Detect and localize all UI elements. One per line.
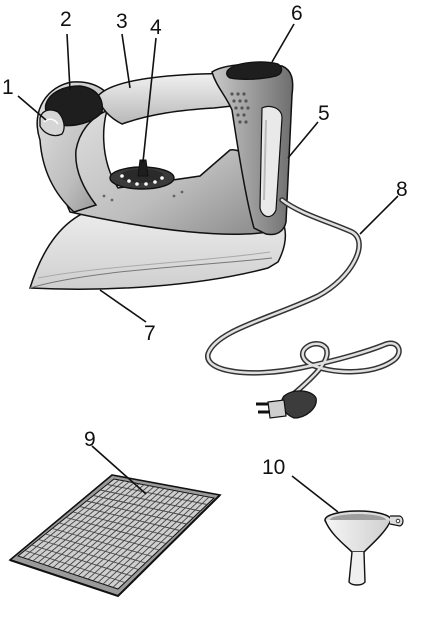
leader-6: [271, 23, 295, 63]
leader-10: [291, 475, 339, 513]
callout-3: 3: [116, 10, 128, 33]
leader-4: [142, 37, 157, 163]
filling-funnel: [324, 510, 404, 586]
mat-grid: [22, 479, 210, 588]
vent-holes: [230, 92, 250, 124]
callout-7: 7: [144, 322, 156, 345]
callout-6: 6: [291, 2, 303, 25]
leader-3: [121, 33, 131, 89]
heat-resistant-mat: [8, 474, 222, 598]
callout-2: 2: [60, 8, 72, 31]
leader-1: [17, 95, 47, 121]
callout-labels: 1 2 3 4 5 6 7 8 9 10: [2, 2, 408, 479]
leader-7: [99, 289, 147, 323]
temperature-dial: [109, 159, 175, 190]
plug-icon: [256, 390, 317, 419]
callout-9: 9: [84, 428, 96, 451]
steam-iron: [28, 61, 402, 419]
leader-2: [66, 33, 71, 91]
leader-9: [91, 445, 147, 495]
callout-4: 4: [150, 16, 162, 39]
top-button-icon: [226, 61, 283, 80]
leader-lines: [17, 23, 399, 513]
callout-5: 5: [318, 102, 330, 125]
callout-8: 8: [396, 178, 408, 201]
callout-1: 1: [2, 76, 14, 99]
callout-10: 10: [262, 456, 285, 479]
leader-8: [359, 195, 399, 235]
steam-burst-button-icon: [39, 109, 65, 137]
leader-5: [287, 121, 319, 159]
